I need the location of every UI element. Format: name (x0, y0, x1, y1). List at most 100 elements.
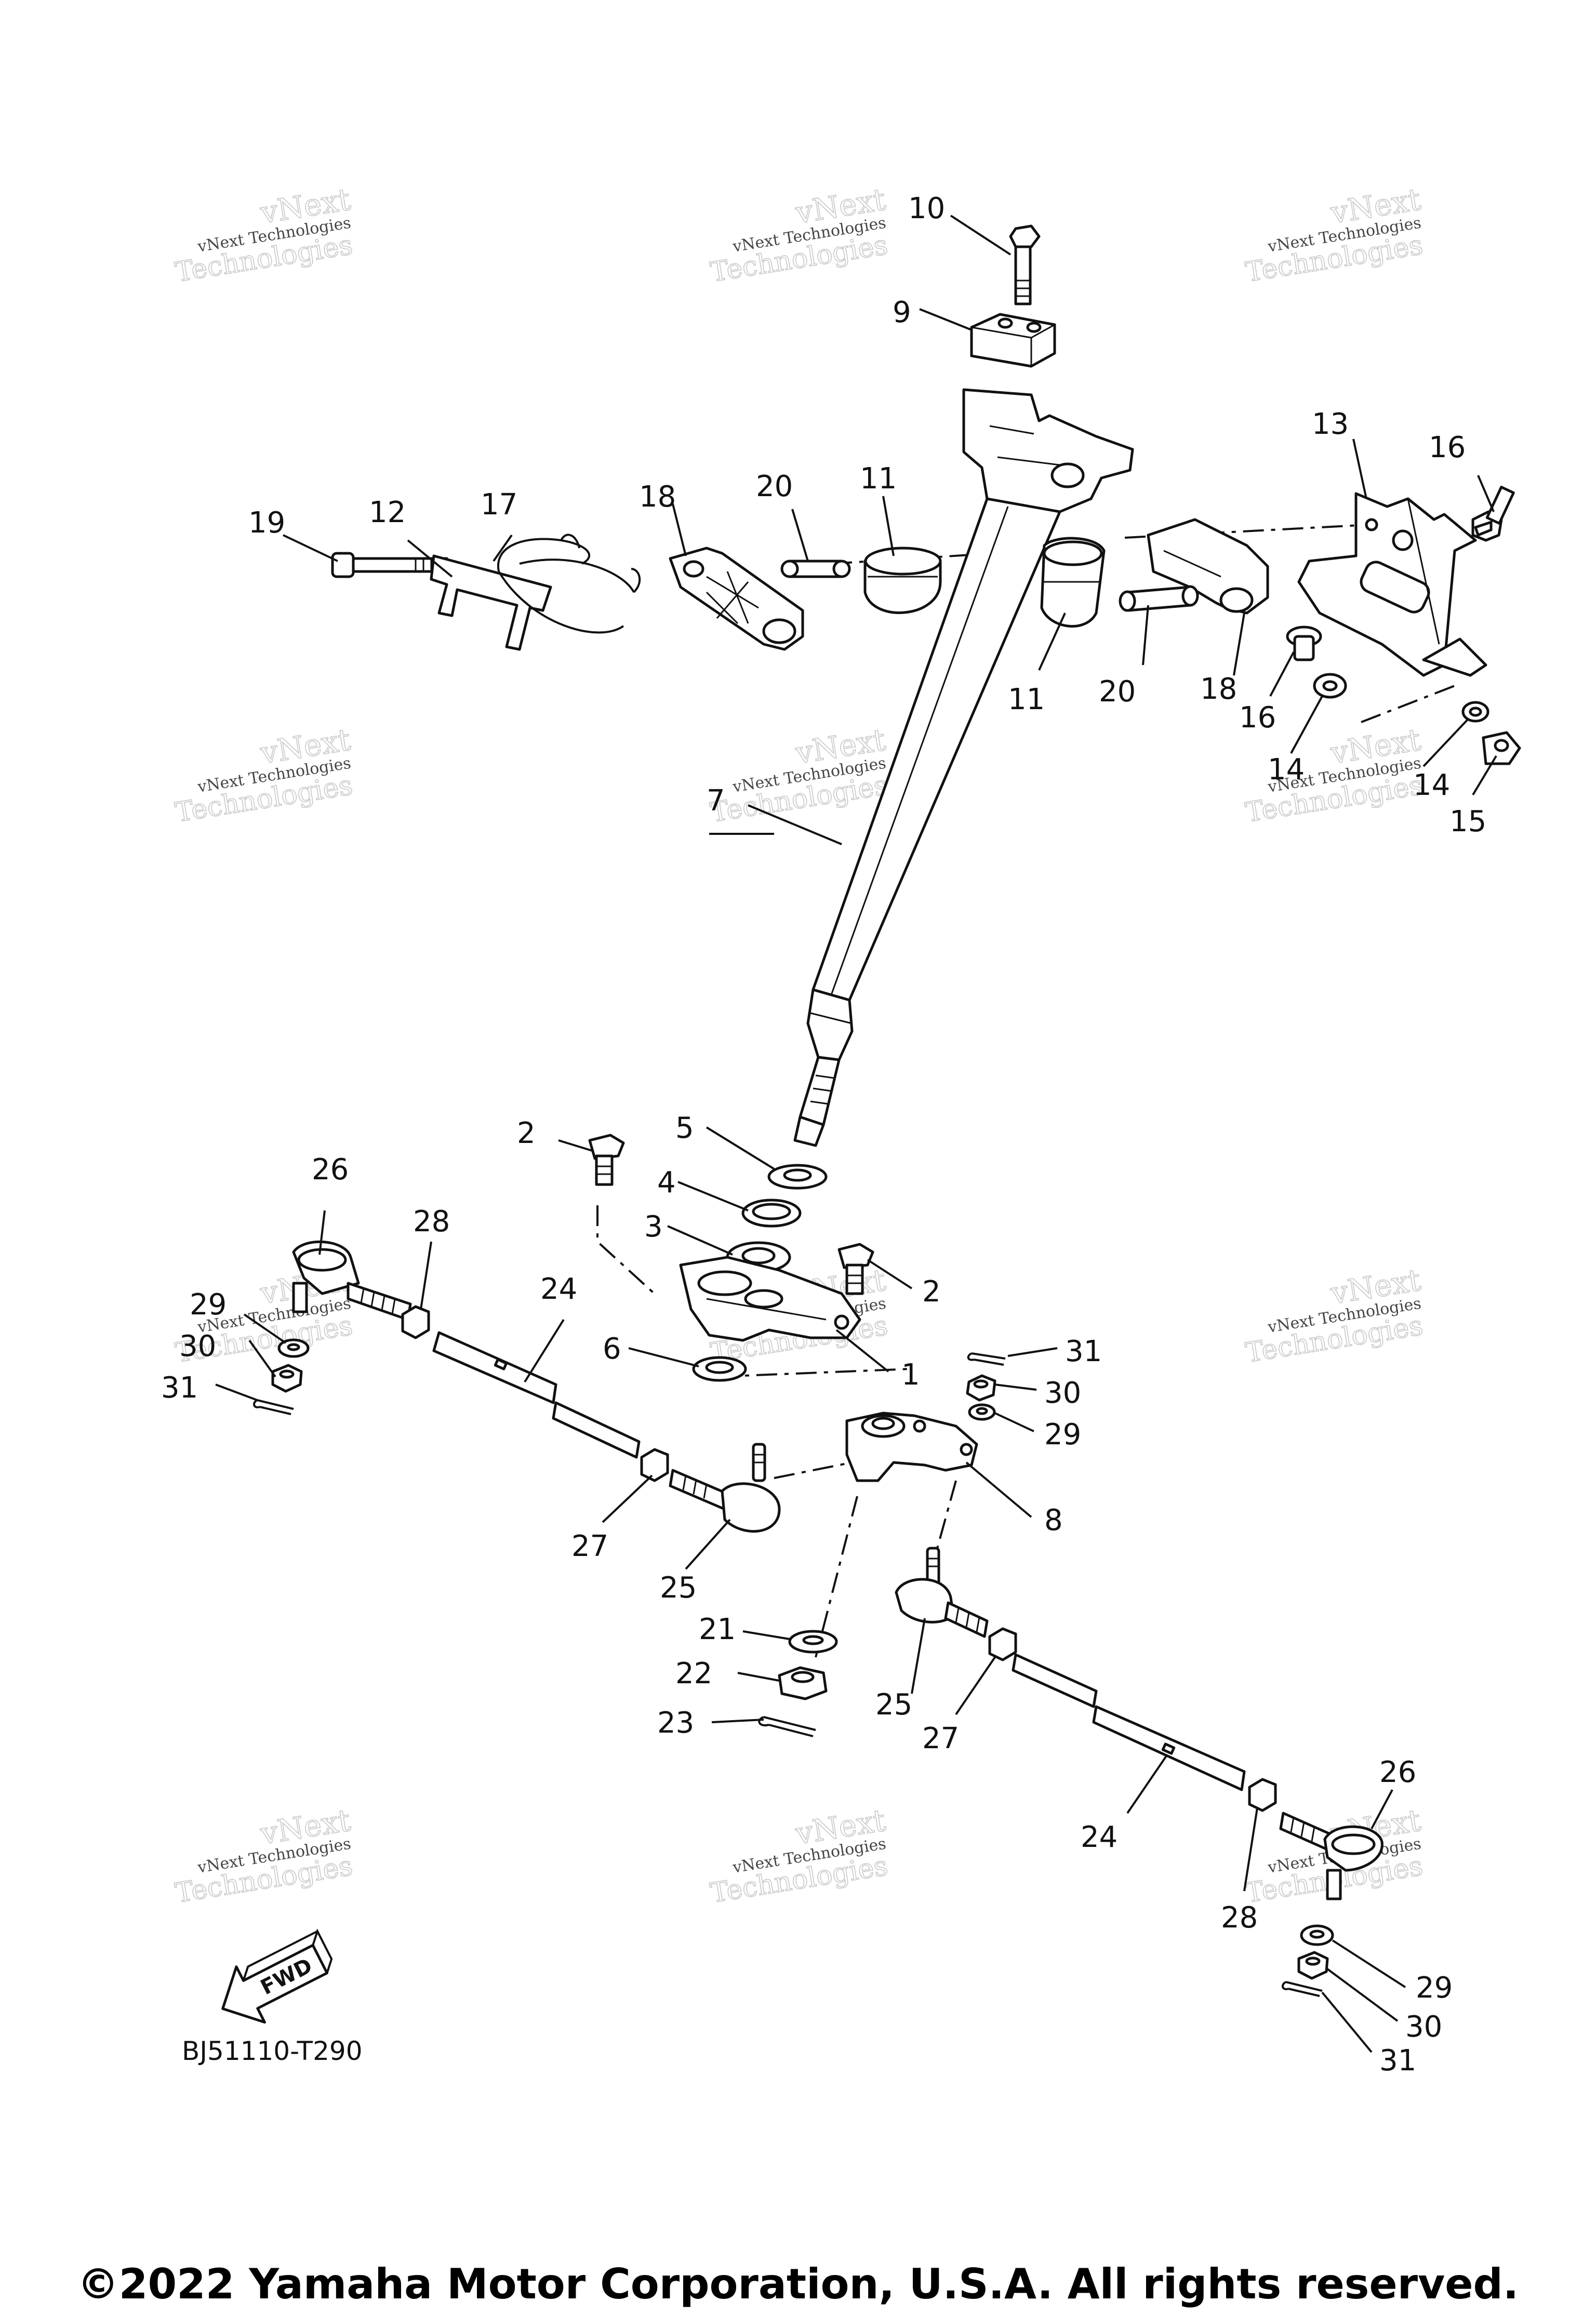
callout-label: 30 (1405, 2010, 1442, 2044)
callout-label: 31 (1379, 2044, 1416, 2078)
lock-plate (430, 554, 552, 651)
callout-label: 11 (860, 462, 897, 496)
nut-28-left (401, 1305, 430, 1339)
callout-label: 14 (1268, 753, 1305, 787)
tie-rod-right (1012, 1653, 1246, 1791)
washer-29-center (968, 1403, 996, 1421)
washer-29-right (1300, 1924, 1334, 1946)
nut-27-right (988, 1627, 1017, 1661)
nut-28-right (1248, 1778, 1277, 1812)
callout-label: 8 (1044, 1504, 1063, 1537)
collar-left (780, 560, 851, 578)
callout-label: 7 (707, 784, 725, 818)
callout-label: 5 (675, 1111, 694, 1145)
callout-label: 4 (657, 1166, 676, 1200)
callout-label: 21 (699, 1613, 736, 1646)
callout-label: 25 (875, 1688, 912, 1722)
bushing-left (863, 547, 942, 614)
callout-label: 22 (675, 1657, 712, 1691)
tie-rod-left (432, 1331, 641, 1459)
callout-label: 29 (1416, 1971, 1453, 2005)
leader-lines (215, 215, 1497, 2053)
watermark: vNext vNext Technologies Technologies (708, 722, 890, 829)
callout-label: 26 (1379, 1755, 1416, 1789)
bearing-4 (741, 1199, 802, 1228)
callout-label: 20 (756, 470, 793, 503)
callout-label: 20 (1099, 675, 1136, 709)
callout-label: 27 (922, 1722, 959, 1755)
washer-21 (788, 1630, 838, 1654)
callout-label: 18 (1200, 672, 1237, 706)
bushing-right (1040, 537, 1106, 628)
callout-label: 14 (1413, 768, 1450, 802)
callout-label: 23 (657, 1706, 694, 1740)
cotter-31-center (967, 1352, 1006, 1366)
callout-label: 29 (1044, 1418, 1081, 1452)
callout-label: 15 (1449, 805, 1486, 839)
watermark: vNext vNext Technologies Technologies (1243, 1262, 1426, 1369)
callout-label: 31 (1065, 1335, 1102, 1368)
callout-label: 18 (639, 480, 676, 514)
tie-rod-end-left-inner (669, 1443, 781, 1533)
callout-label: 9 (893, 296, 911, 329)
collar-right (1119, 585, 1199, 612)
callout-label: 16 (1239, 701, 1276, 735)
washer-right (1461, 701, 1489, 723)
bolt-2-right (837, 1243, 874, 1295)
cotter-31-left (253, 1399, 294, 1415)
cotter-31-right (1282, 1981, 1323, 1997)
nut-right (1482, 731, 1521, 765)
callout-label: 30 (1044, 1376, 1081, 1410)
bracket (1297, 492, 1487, 677)
callout-label: 1 (901, 1358, 920, 1392)
wire-clip (497, 534, 641, 634)
callout-label: 30 (179, 1329, 216, 1363)
fwd-arrow: FWD (221, 1928, 333, 2024)
callout-label: 13 (1312, 407, 1349, 441)
callout-label: 2 (922, 1275, 941, 1309)
holder-right (1147, 518, 1269, 615)
tie-rod-end-right-inner (895, 1547, 989, 1638)
bolt-2-left (588, 1134, 625, 1186)
copyright-notice: ©2022 Yamaha Motor Corporation, U.S.A. A… (77, 2260, 1519, 2308)
nut-30-right (1297, 1951, 1329, 1980)
seal-5 (767, 1164, 828, 1190)
callout-label: 2 (517, 1116, 536, 1150)
holder-left (669, 547, 804, 651)
long-bolt (331, 552, 448, 578)
callout-label: 26 (312, 1153, 349, 1187)
washer-left (1313, 673, 1347, 699)
bolt (1009, 224, 1041, 305)
callout-label: 12 (369, 496, 406, 529)
nut-30-center (966, 1374, 996, 1402)
bolt-lower-right (1286, 626, 1322, 661)
nut-30-left (271, 1364, 303, 1393)
watermark: vNext vNext Technologies Technologies (1243, 181, 1426, 289)
callout-label: 31 (161, 1371, 198, 1405)
callout-label: 3 (644, 1210, 663, 1244)
washer-29-left (277, 1338, 310, 1358)
callout-label: 6 (603, 1332, 621, 1366)
callout-label: 19 (248, 506, 285, 540)
callout-label: 17 (481, 488, 517, 522)
cotter-pin-23 (758, 1716, 816, 1737)
callout-label: 29 (190, 1288, 227, 1322)
diagram-code: BJ51110-T290 (182, 2036, 363, 2066)
nut-22 (778, 1666, 828, 1700)
watermark: vNext vNext Technologies Technologies (173, 1802, 355, 1910)
bolt-upper-right (1471, 486, 1515, 542)
seal-6 (692, 1356, 747, 1382)
watermark: vNext vNext Technologies Technologies (708, 1802, 890, 1910)
watermark: vNext vNext Technologies Technologies (1243, 722, 1426, 829)
callout-label: 25 (660, 1571, 697, 1605)
callout-label: 28 (413, 1205, 450, 1239)
callout-label: 28 (1221, 1901, 1258, 1935)
tie-rod-end-right-outer (1279, 1812, 1384, 1900)
callout-label: 24 (540, 1272, 577, 1306)
upper-clamp (970, 313, 1056, 368)
callout-label: 27 (571, 1529, 608, 1563)
callout-label: 11 (1008, 683, 1045, 716)
pitman-arm (845, 1412, 978, 1482)
bearing-housing (679, 1256, 861, 1342)
